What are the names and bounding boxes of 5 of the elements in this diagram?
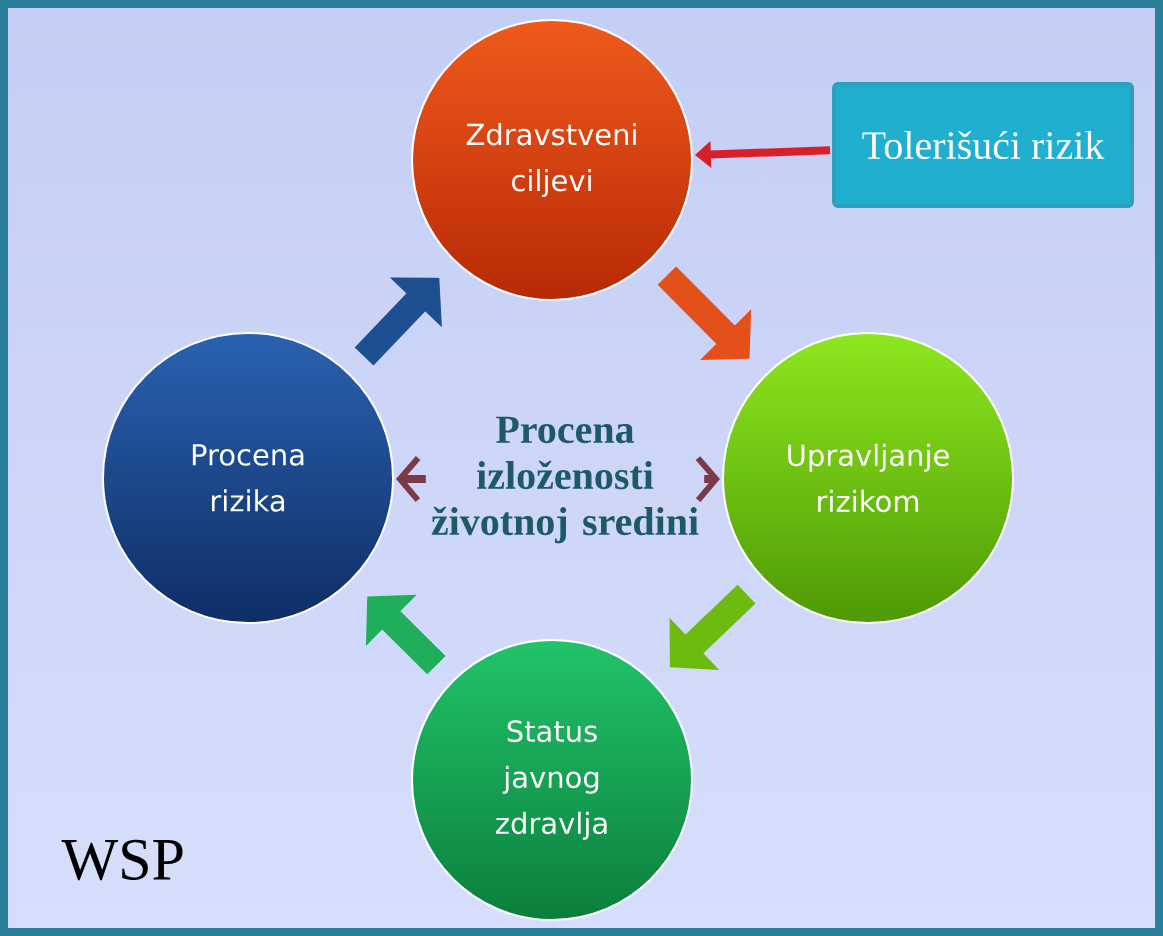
note-box: Tolerišući rizik: [832, 82, 1134, 208]
arrow: [669, 584, 756, 670]
arrow: [354, 277, 442, 366]
center-text: Procena izloženosti životnoj sredini: [431, 416, 699, 544]
corner-label: WSP: [61, 839, 183, 881]
